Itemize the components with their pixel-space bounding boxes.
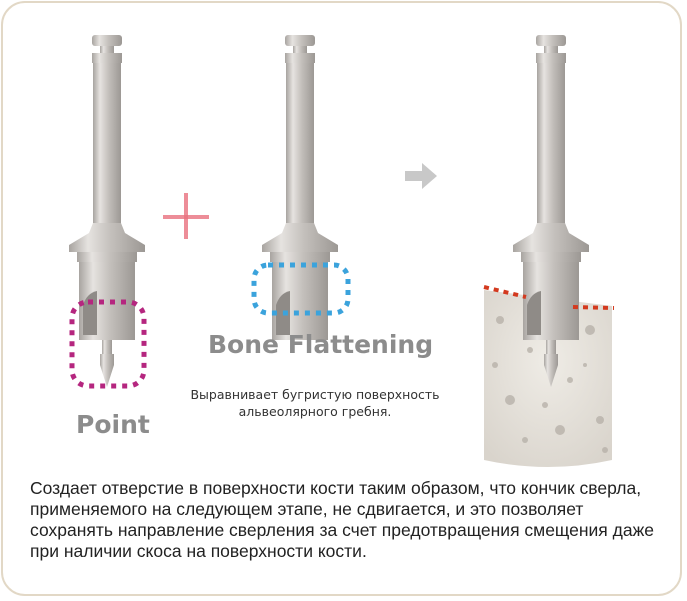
flattening-highlight — [251, 262, 351, 316]
drill-in-bone — [513, 35, 589, 387]
arrow-right-icon — [405, 163, 437, 189]
bone-flattening-caption: Выравнивает бугристую поверхность альвео… — [190, 387, 440, 419]
bone-block — [484, 290, 612, 467]
plus-icon — [163, 193, 209, 239]
point-title: Point — [76, 410, 150, 439]
description-text: Создает отверстие в поверхности кости та… — [30, 478, 655, 561]
point-highlight — [69, 299, 147, 389]
bone-surface-line — [483, 285, 615, 310]
drill-bone-flattening — [262, 35, 338, 340]
drill-point — [69, 35, 145, 387]
bone-flattening-title: Bone Flattening — [208, 330, 434, 359]
